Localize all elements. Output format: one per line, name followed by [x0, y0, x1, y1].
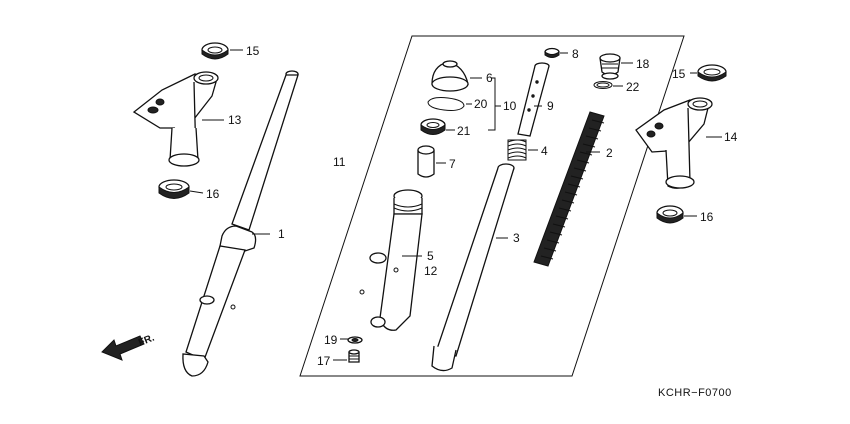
assembly-frame: [299, 35, 685, 377]
dust-boot: [431, 60, 469, 92]
callout-16-left: 16: [206, 187, 220, 201]
callout-6: 6: [486, 71, 493, 85]
callout-10: 10: [503, 99, 517, 113]
fork-pipe: [182, 70, 299, 377]
callout-11: 11: [333, 155, 346, 169]
callout-21: 21: [457, 124, 471, 138]
callout-14: 14: [724, 130, 738, 144]
fork-spring: [533, 111, 605, 267]
callout-15-left: 15: [246, 44, 260, 58]
sealing-washer: [347, 336, 363, 344]
front-direction-arrow: FR.: [101, 332, 156, 361]
callout-4: 4: [541, 144, 548, 158]
fork-bolt: [599, 53, 621, 80]
fork-bottom-case: [359, 189, 423, 331]
callout-20: 20: [474, 97, 488, 111]
diagram-code: KCHR−F0700: [658, 387, 732, 399]
callout-9: 9: [547, 99, 554, 113]
circlip: [427, 97, 465, 111]
callout-5: 5: [427, 249, 434, 263]
piston-ring: [544, 47, 560, 58]
oil-seal: [420, 118, 446, 135]
piston-rod: [517, 62, 550, 137]
bearing-right: [656, 205, 684, 224]
seal-right: [697, 64, 727, 82]
fork-bracket-left: [132, 71, 219, 167]
label-10-bracket: [488, 77, 496, 131]
fork-bracket-right: [635, 97, 713, 189]
direction-label: FR.: [137, 332, 156, 348]
inner-fork-pipe: [431, 163, 515, 372]
callout-13: 13: [228, 113, 242, 127]
callout-1: 1: [278, 227, 285, 241]
callout-17: 17: [317, 354, 331, 368]
callout-7: 7: [449, 157, 456, 171]
callout-2: 2: [606, 146, 613, 160]
callout-18: 18: [636, 57, 650, 71]
callout-15-right: 15: [672, 67, 686, 81]
callout-19: 19: [324, 333, 338, 347]
callout-16-right: 16: [700, 210, 714, 224]
callout-22: 22: [626, 80, 640, 94]
callout-12: 12: [424, 264, 438, 278]
socket-bolt: [348, 349, 360, 363]
seal-left: [201, 42, 229, 60]
bearing-left: [158, 179, 190, 199]
o-ring: [593, 81, 613, 89]
rebound-spring: [507, 139, 527, 161]
callout-3: 3: [513, 231, 520, 245]
callout-8: 8: [572, 47, 579, 61]
collar: [417, 145, 435, 178]
